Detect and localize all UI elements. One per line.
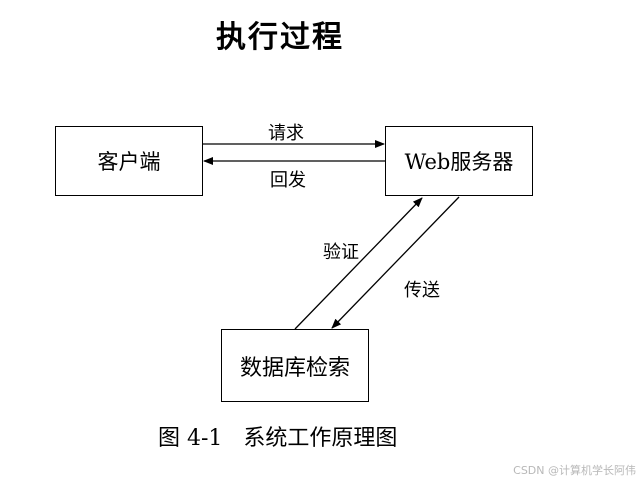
reply-label: 回发 bbox=[270, 170, 306, 191]
watermark: CSDN @计算机学长阿伟 bbox=[513, 464, 636, 477]
figure-caption: 图 4-1 系统工作原理图 bbox=[158, 426, 398, 451]
verify-label: 验证 bbox=[323, 242, 359, 263]
diagram-title: 执行过程 bbox=[216, 20, 344, 55]
database-node: 数据库检索 bbox=[221, 329, 369, 402]
transmit-label: 传送 bbox=[404, 280, 440, 301]
client-label: 客户端 bbox=[97, 150, 161, 174]
database-label: 数据库检索 bbox=[239, 355, 350, 381]
client-node: 客户端 bbox=[55, 126, 203, 196]
web-server-node: Web服务器 bbox=[385, 126, 533, 196]
request-label: 请求 bbox=[268, 123, 304, 144]
web-server-label: Web服务器 bbox=[404, 150, 514, 174]
